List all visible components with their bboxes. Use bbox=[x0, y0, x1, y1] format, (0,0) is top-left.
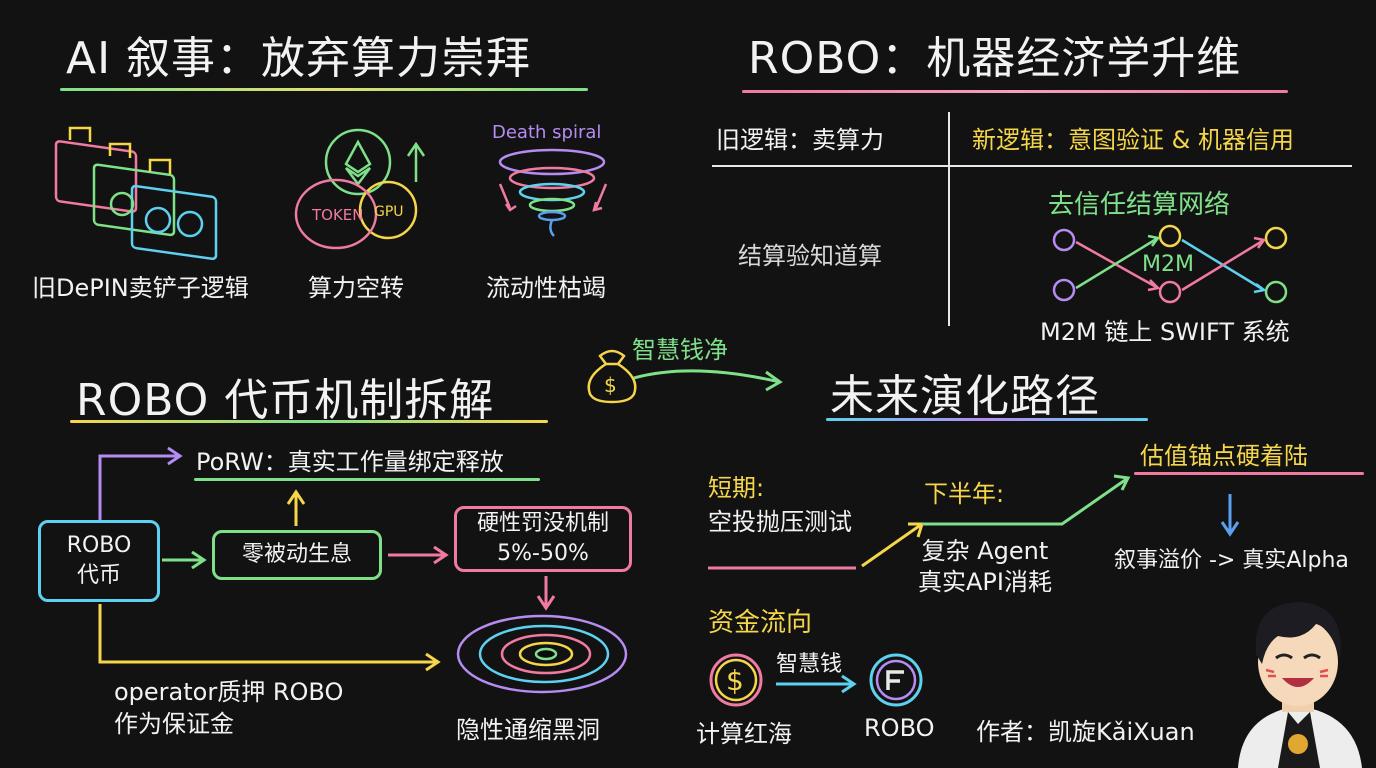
porw-label: PoRW：真实工作量绑定释放 bbox=[196, 448, 504, 476]
old-logic-label: 旧逻辑：卖算力 bbox=[716, 126, 884, 154]
ai-title-underline bbox=[60, 88, 588, 91]
robo-token-box-line2: 代币 bbox=[76, 563, 121, 588]
author-avatar bbox=[1238, 602, 1362, 768]
slashing-box-line2: 5%-50% bbox=[497, 541, 589, 566]
death-spiral-icon: Death spiral bbox=[492, 122, 608, 237]
ai-section-title: AI 叙事：放弃算力崇拜 bbox=[66, 33, 532, 84]
flow-to-label: ROBO bbox=[864, 714, 935, 742]
author-credit: 作者：凯旋KǎiXuan bbox=[976, 718, 1195, 746]
m2m-network-diagram bbox=[1052, 224, 1288, 304]
token-coins-icon: TOKEN GPU bbox=[294, 128, 426, 250]
slashing-box-line1: 硬性罚没机制 bbox=[476, 511, 609, 537]
gpu-coin-label: GPU bbox=[374, 204, 404, 220]
porw-underline bbox=[194, 478, 540, 481]
black-hole-icon bbox=[456, 614, 628, 694]
anchor-text: 叙事溢价 -> 真实Alpha bbox=[1114, 548, 1349, 573]
death-spiral-text: Death spiral bbox=[492, 122, 601, 143]
black-hole-label: 隐性通缩黑洞 bbox=[456, 716, 600, 744]
token-flow-arrows bbox=[98, 446, 556, 672]
network-caption: M2M 链上 SWIFT 系统 bbox=[1040, 318, 1290, 346]
h2-text-line2: 真实API消耗 bbox=[918, 568, 1052, 597]
zero-yield-box: 零被动生息 bbox=[212, 530, 382, 580]
m2m-center-label: M2M bbox=[1142, 252, 1194, 277]
token-title-underline bbox=[70, 420, 548, 423]
future-title-underline bbox=[826, 418, 1148, 421]
slashing-box: 硬性罚没机制 5%-50% bbox=[454, 506, 632, 572]
flow-arrow-label: 智慧钱 bbox=[776, 652, 843, 677]
svg-text:$: $ bbox=[726, 664, 744, 697]
network-title: 去信任结算网络 bbox=[1048, 190, 1231, 220]
short-term-label: 短期: bbox=[708, 474, 765, 502]
operator-note: operator质押 ROBO 作为保证金 bbox=[114, 676, 343, 741]
bridge-arrow bbox=[633, 369, 783, 392]
gpu-miner-icon bbox=[54, 126, 218, 261]
operator-note-line1: operator质押 ROBO bbox=[114, 678, 344, 706]
logic-table-hline bbox=[712, 165, 1352, 167]
robo-token-box: ROBO 代币 bbox=[38, 520, 160, 602]
h2-text: 复杂 Agent 真实API消耗 bbox=[918, 536, 1052, 598]
token-coin-label: TOKEN bbox=[311, 206, 364, 224]
robo-token-box-line1: ROBO bbox=[66, 533, 132, 559]
bridge-label: 智慧钱净 bbox=[632, 336, 728, 364]
logic-table-vline bbox=[948, 112, 950, 326]
ai-item-liquidity-label: 流动性枯竭 bbox=[486, 274, 606, 302]
ai-item-depin-label: 旧DePIN卖铲子逻辑 bbox=[32, 274, 249, 302]
short-term-text: 空投抛压测试 bbox=[708, 508, 852, 536]
robo-econ-title: ROBO：机器经济学升维 bbox=[748, 33, 1242, 84]
h2-text-line1: 复杂 Agent bbox=[921, 537, 1049, 565]
anchor-label: 估值锚点硬着陆 bbox=[1140, 442, 1308, 470]
svg-text:$: $ bbox=[604, 373, 617, 397]
ai-item-idle-label: 算力空转 bbox=[308, 274, 404, 302]
flow-from-label: 计算红海 bbox=[696, 720, 792, 748]
money-bag-icon: $ bbox=[587, 349, 637, 404]
dollar-coin-icon: $ bbox=[709, 653, 763, 707]
flow-arrow bbox=[776, 674, 857, 694]
token-section-title: ROBO 代币机制拆解 bbox=[76, 375, 495, 426]
robo-logo-icon bbox=[869, 653, 923, 707]
robo-econ-underline bbox=[742, 90, 1288, 93]
flow-title: 资金流向 bbox=[708, 608, 813, 638]
h2-label: 下半年: bbox=[924, 480, 1005, 508]
anchor-underline bbox=[1134, 472, 1364, 475]
future-section-title: 未来演化路径 bbox=[830, 371, 1100, 422]
future-path-arrows bbox=[708, 474, 1240, 570]
new-logic-label: 新逻辑：意图验证 & 机器信用 bbox=[972, 126, 1294, 154]
settlement-text: 结算验知道算 bbox=[738, 242, 882, 270]
operator-note-line2: 作为保证金 bbox=[114, 710, 234, 739]
